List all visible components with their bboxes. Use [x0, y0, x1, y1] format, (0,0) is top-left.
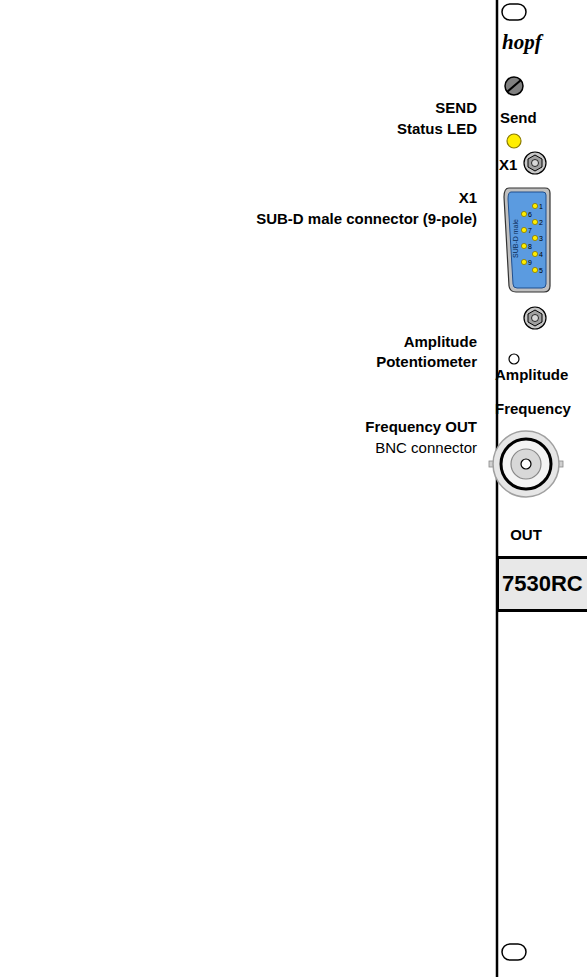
subd-insert: [508, 192, 546, 288]
panel-screw: [505, 77, 523, 95]
caption-text: SUB-D male connector (9-pole): [256, 211, 477, 226]
pin-number: 4: [539, 251, 543, 258]
caption-text: Potentiometer: [376, 354, 477, 369]
panel-label: Frequency: [495, 401, 571, 416]
pin-number: 2: [539, 219, 543, 226]
caption-title: Amplitude: [404, 334, 477, 349]
panel-label: Send: [500, 110, 537, 125]
model-band: 7530RC: [497, 556, 587, 612]
caption-text: Status LED: [397, 121, 477, 136]
caption-title: SEND: [435, 100, 477, 115]
amplitude-potentiometer: [509, 354, 519, 364]
mounting-slot: [502, 4, 526, 20]
pin-number: 3: [539, 235, 543, 242]
panel-label: X1: [499, 157, 517, 172]
pin-number: 6: [528, 211, 532, 218]
pin-number: 1: [539, 203, 543, 210]
brand-logo: hopf: [502, 32, 542, 53]
subd-shell: [504, 188, 550, 292]
pin-number: 9: [528, 259, 532, 266]
hex-screw: [524, 307, 546, 329]
caption-title: Frequency OUT: [365, 419, 477, 434]
panel-label: Amplitude: [495, 367, 568, 382]
bnc-connector: [489, 431, 563, 497]
pin-number: 5: [539, 267, 543, 274]
hex-screw: [524, 152, 546, 174]
mounting-slot: [502, 944, 526, 960]
connector-label: SUB-D male: [512, 219, 519, 258]
screw-slot: [507, 80, 521, 92]
caption-text: BNC connector: [375, 440, 477, 455]
panel-label: OUT: [510, 527, 542, 542]
pin-number: 8: [528, 243, 532, 250]
caption-title: X1: [459, 190, 477, 205]
model-number: 7530RC: [502, 572, 587, 596]
pin-number: 7: [528, 227, 532, 234]
status-led: [507, 134, 521, 148]
subd-pins: [521, 203, 537, 272]
